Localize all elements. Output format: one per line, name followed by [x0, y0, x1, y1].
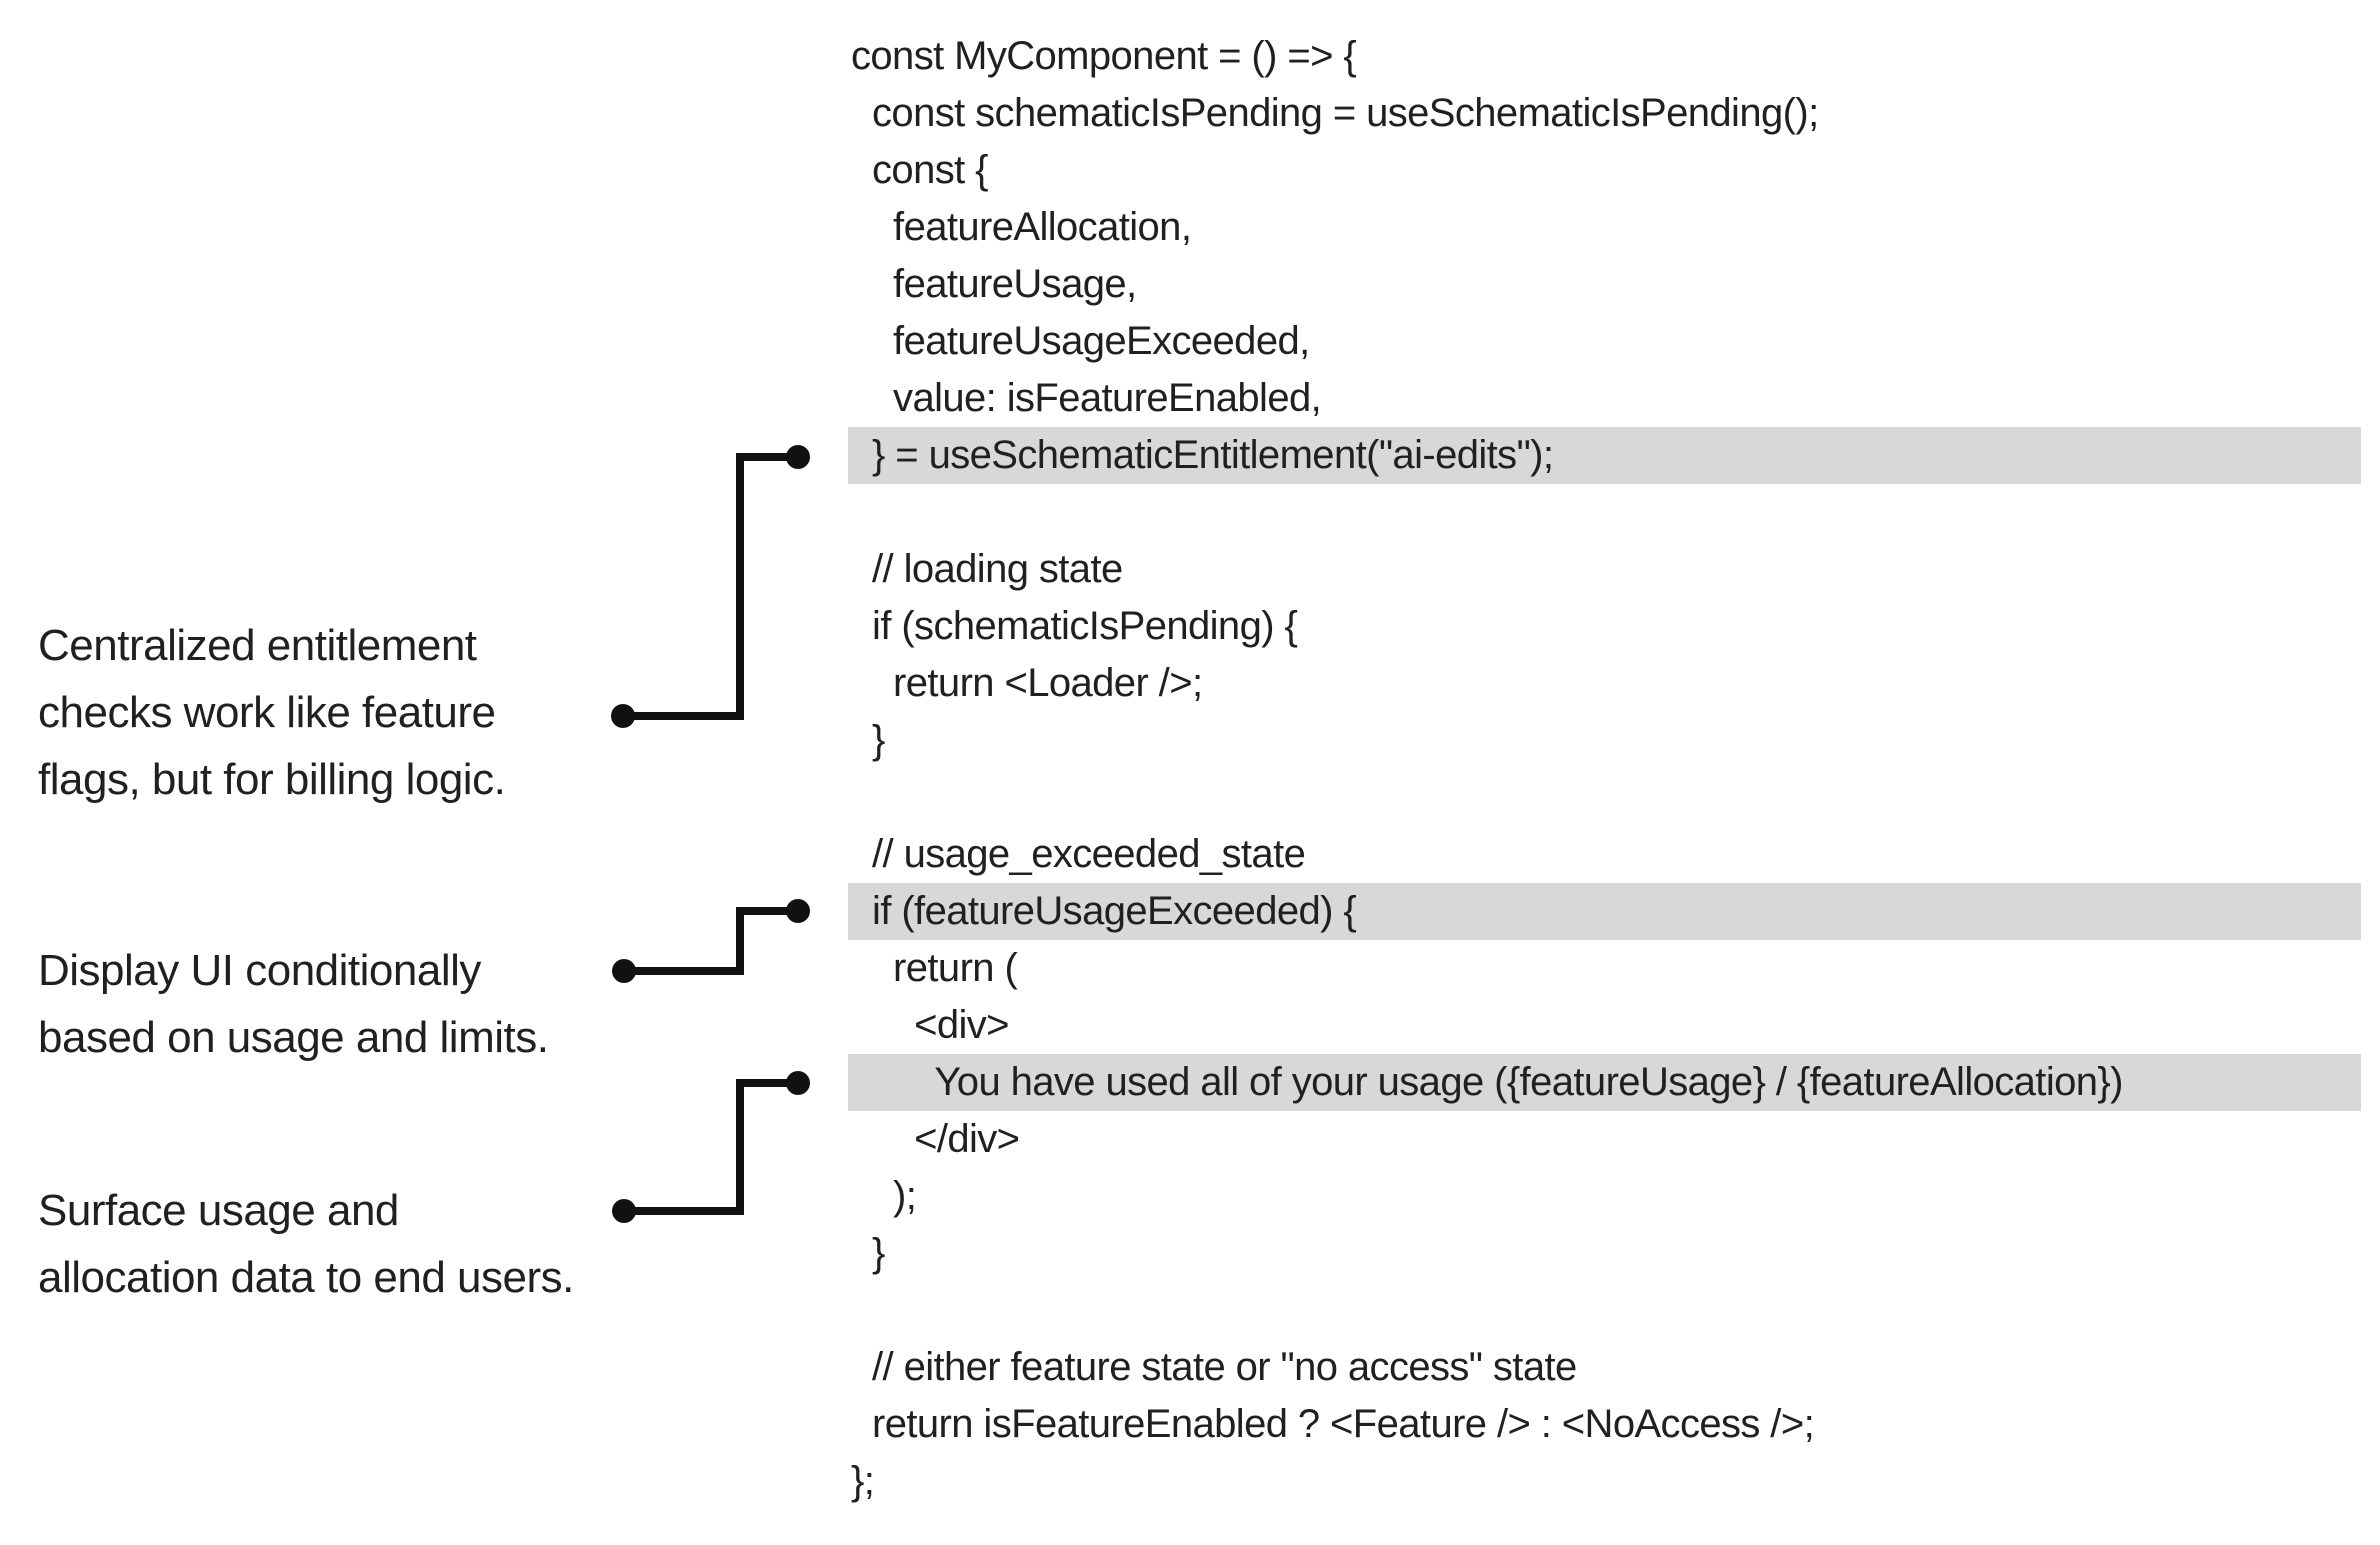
code-line-highlighted: } = useSchematicEntitlement("ai-edits"); [848, 427, 2361, 484]
annotation-line: based on usage and limits. [38, 1013, 549, 1062]
connector-dot [611, 704, 635, 728]
connector-dot [786, 1071, 810, 1095]
code-line: <div> [851, 1003, 1009, 1047]
code-line [848, 1282, 2361, 1339]
annotation-line: Surface usage and [38, 1186, 399, 1235]
code-line-highlighted: You have used all of your usage ({featur… [848, 1054, 2361, 1111]
code-line: featureUsageExceeded, [851, 319, 1310, 363]
code-line: if (schematicIsPending) { [851, 604, 1298, 648]
annotation-line: checks work like feature [38, 688, 496, 737]
code-line: } [851, 1231, 885, 1275]
code-line: } [851, 718, 885, 762]
connector-line [624, 1079, 798, 1215]
code-line: }; [851, 1459, 875, 1503]
annotation-display-ui: Display UI conditionally based on usage … [38, 937, 549, 1071]
code-line: featureUsage, [851, 262, 1137, 306]
code-line: const { [851, 148, 988, 192]
connector-surface-usage [624, 1079, 798, 1215]
code-line [848, 769, 2361, 826]
annotation-surface-usage: Surface usage and allocation data to end… [38, 1177, 574, 1311]
connector-line [623, 453, 798, 720]
code-line: </div> [851, 1117, 1020, 1161]
connector-dot [612, 1199, 636, 1223]
connector-display-ui [624, 907, 798, 975]
code-line: featureAllocation, [851, 205, 1192, 249]
code-line: value: isFeatureEnabled, [851, 376, 1322, 420]
code-snippet: const MyComponent = () => { const schema… [848, 28, 2361, 1510]
code-line: return isFeatureEnabled ? <Feature /> : … [851, 1402, 1815, 1446]
code-line: const MyComponent = () => { [851, 34, 1357, 78]
annotation-line: Display UI conditionally [38, 946, 481, 995]
code-line: const schematicIsPending = useSchematicI… [851, 91, 1819, 135]
code-line: return ( [851, 946, 1018, 990]
code-line-highlighted: if (featureUsageExceeded) { [848, 883, 2361, 940]
connector-line [624, 907, 798, 975]
connector-centralized-entitlement [623, 453, 798, 720]
annotation-centralized-entitlement: Centralized entitlement checks work like… [38, 612, 506, 813]
code-line: // usage_exceeded_state [851, 832, 1306, 876]
code-line [848, 484, 2361, 541]
annotation-line: flags, but for billing logic. [38, 755, 506, 804]
connector-dot [612, 959, 636, 983]
annotation-line: Centralized entitlement [38, 621, 477, 670]
code-line: ); [851, 1174, 917, 1218]
annotation-line: allocation data to end users. [38, 1253, 574, 1302]
connector-dot [786, 445, 810, 469]
connector-dot [786, 899, 810, 923]
code-line: // either feature state or "no access" s… [851, 1345, 1577, 1389]
code-line: return <Loader />; [851, 661, 1203, 705]
code-line: // loading state [851, 547, 1123, 591]
